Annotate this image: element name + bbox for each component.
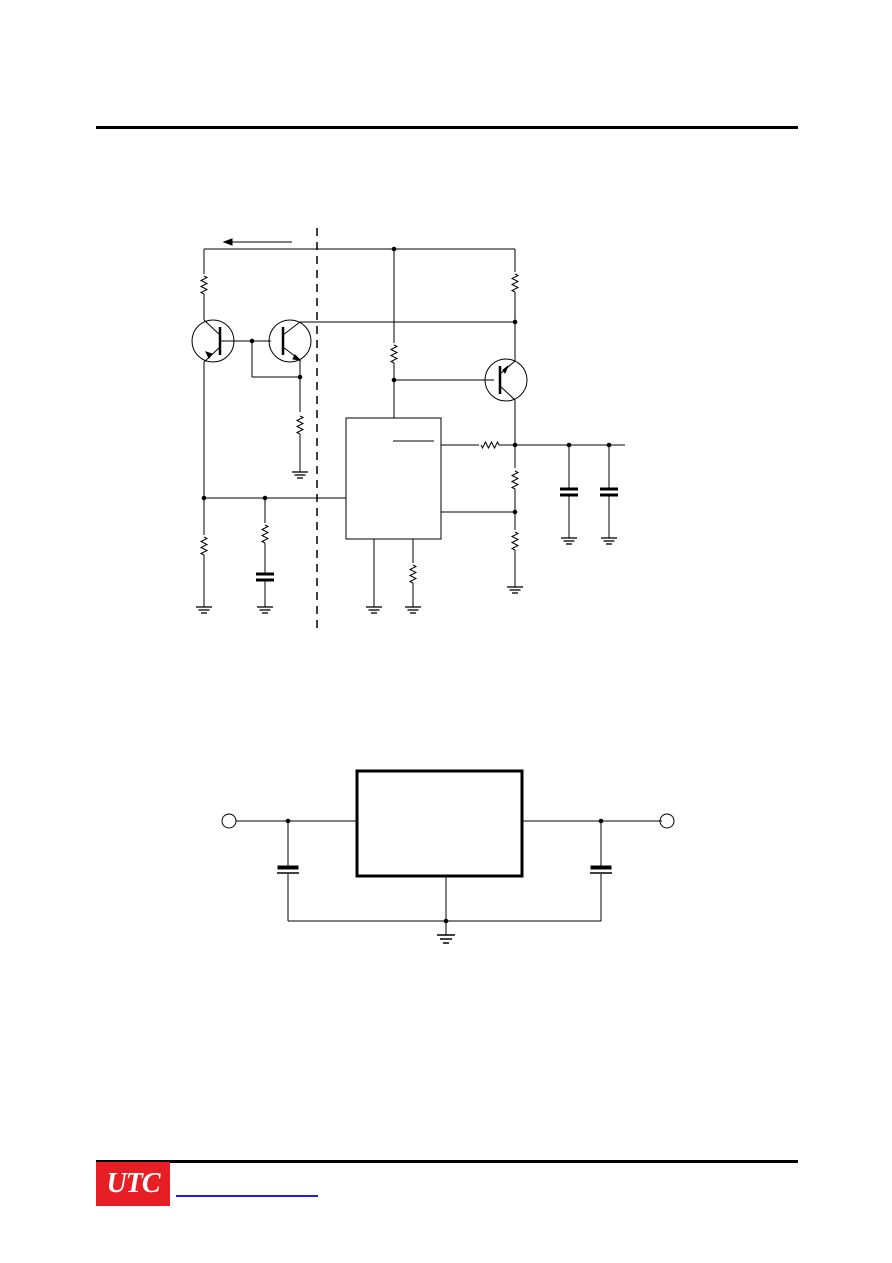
transistor-left-icon: [191, 319, 235, 363]
application-circuit: [191, 228, 625, 630]
logo-text: UTC: [106, 1168, 161, 1199]
typical-application-circuit: [221, 769, 675, 944]
input-terminal-icon: [221, 813, 237, 829]
output-terminal-icon: [659, 813, 675, 829]
transistor-output-icon: [484, 358, 528, 402]
footer-rule: [96, 1160, 798, 1163]
ic-block: [345, 417, 442, 540]
transistor-mid-icon: [268, 319, 312, 363]
output-capacitor-icon: [590, 821, 612, 921]
input-capacitor-icon: [277, 821, 299, 921]
utc-logo: UTC: [96, 1162, 170, 1206]
header-rule: [96, 126, 798, 129]
regulator-block: [355, 769, 524, 878]
ground-icon: [437, 934, 455, 944]
footer-link[interactable]: [176, 1195, 318, 1197]
current-arrow-icon: [222, 238, 292, 246]
